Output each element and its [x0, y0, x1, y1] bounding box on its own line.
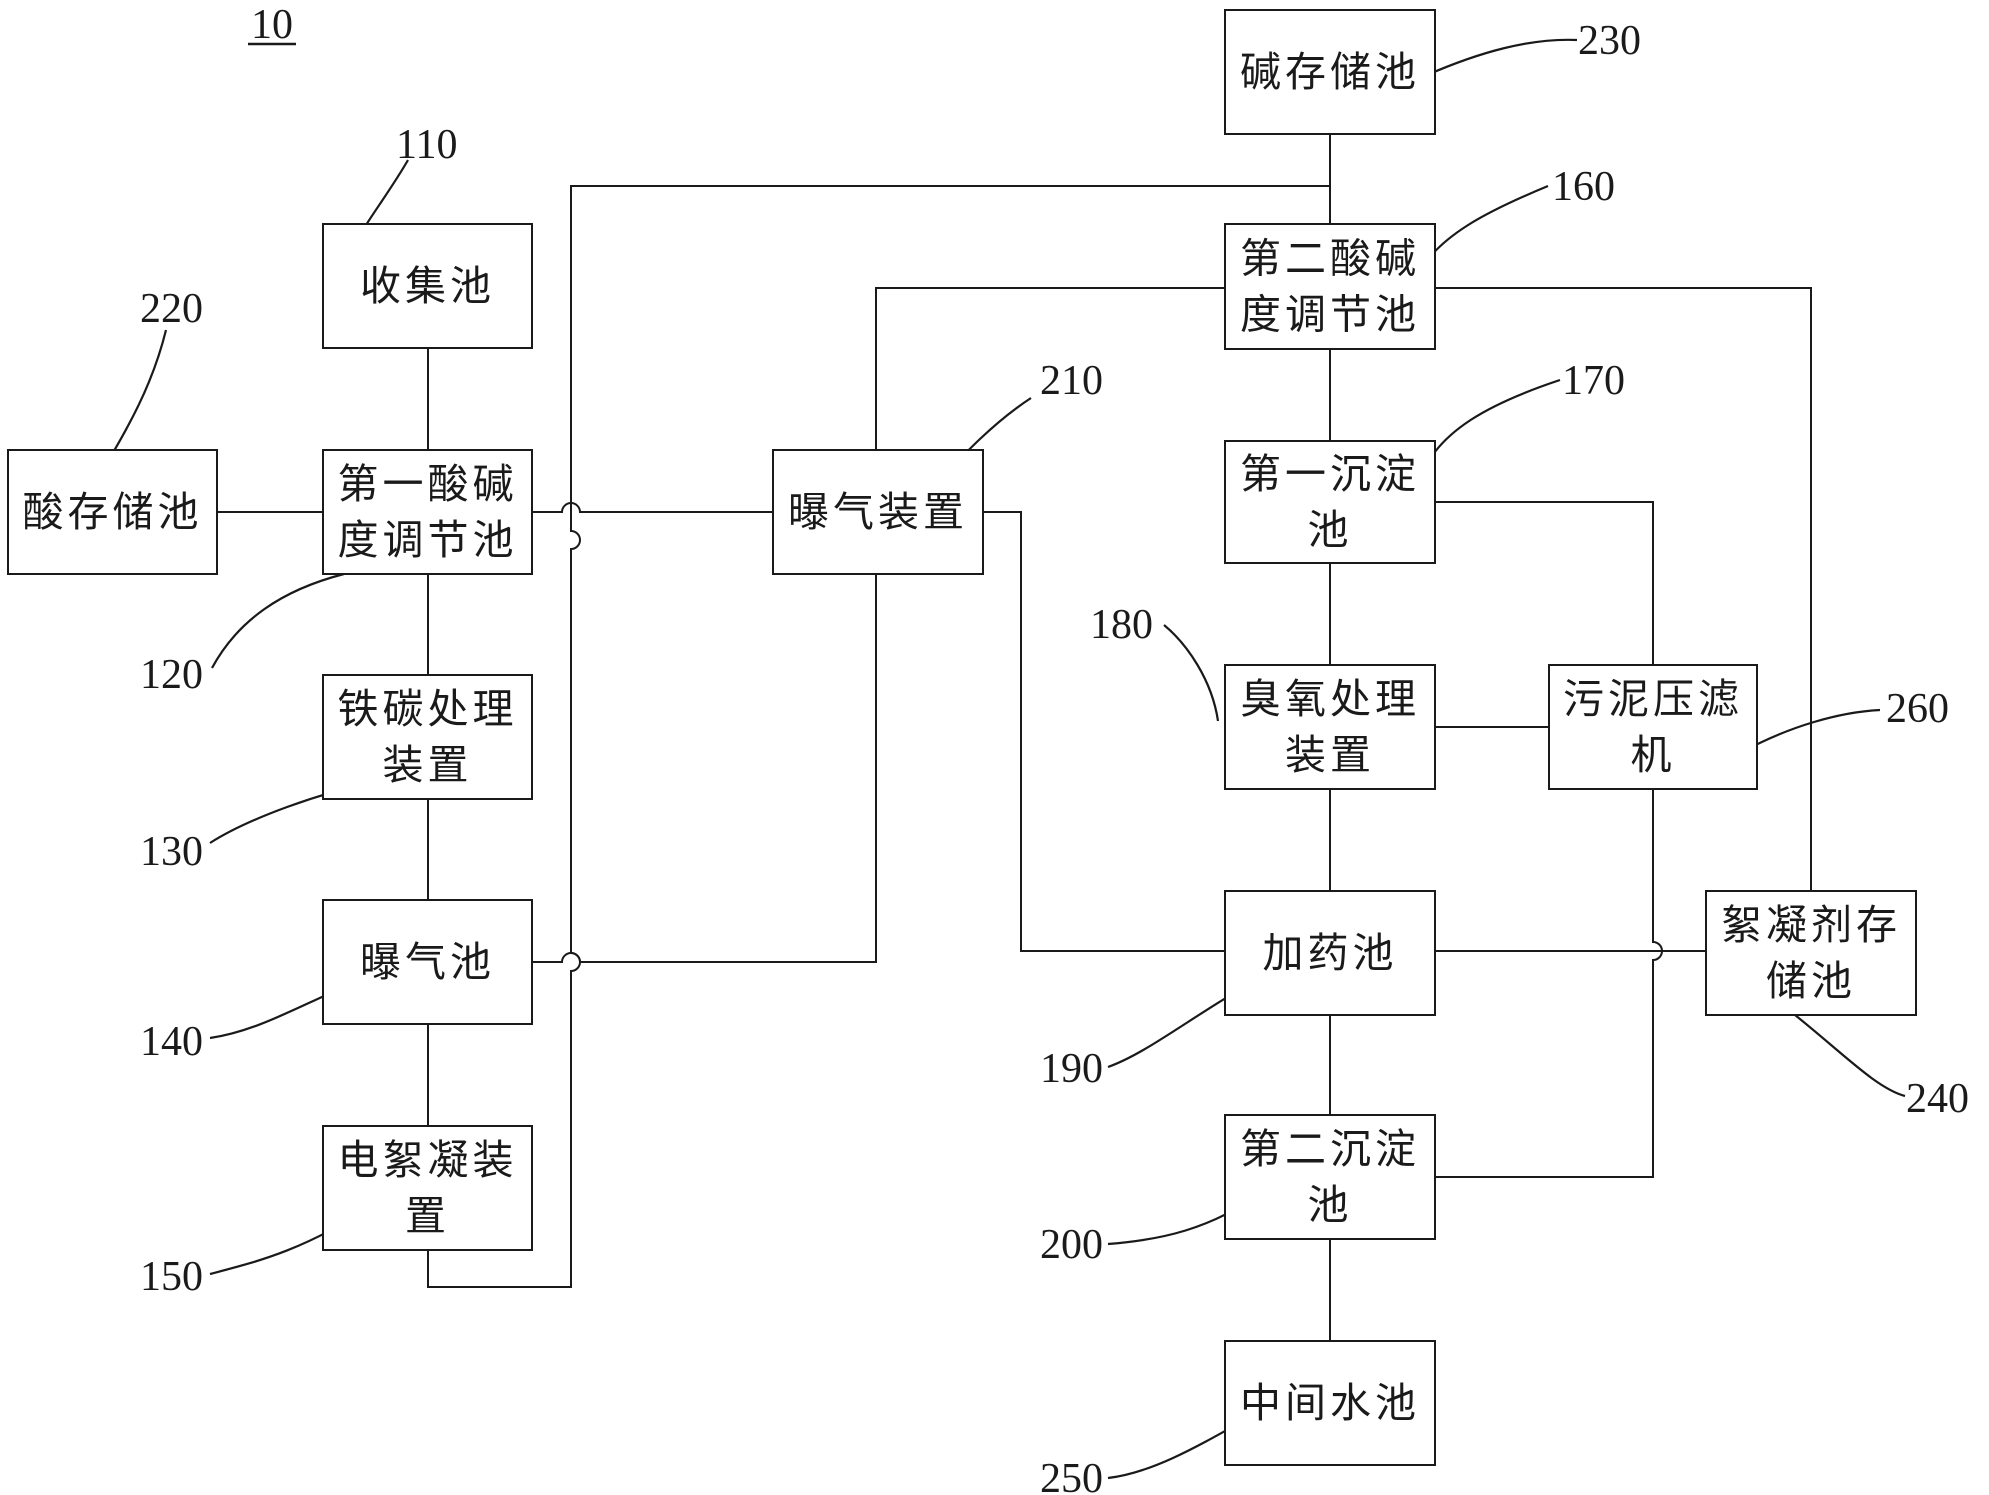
block-label-line: 电絮凝装 — [338, 1136, 518, 1184]
block-aeration-tank: 曝气池 — [322, 899, 533, 1025]
block-label-line: 臭氧处理 — [1240, 675, 1420, 723]
block-label-line: 中间水池 — [1240, 1379, 1420, 1427]
leader-260 — [1741, 708, 1881, 753]
ref-label-220: 220 — [140, 286, 203, 332]
block-frame — [1224, 890, 1436, 1016]
figure-number: 10 — [248, 2, 296, 48]
block-label-line: 第二酸碱 — [1240, 235, 1420, 283]
block-label-line: 装置 — [1285, 731, 1375, 779]
ref-label-160: 160 — [1552, 164, 1615, 210]
leader-240 — [1784, 1006, 1906, 1098]
ref-label-260: 260 — [1886, 686, 1949, 732]
line-aeration-device-to-second-ph — [875, 287, 1225, 450]
reference-numerals: 110 220 120 130 140 150 230 160 210 170 … — [140, 18, 1969, 1495]
block-frame — [1224, 1114, 1436, 1240]
line-first-ph-to-aeration-device — [532, 502, 773, 513]
ref-label-110: 110 — [396, 122, 457, 168]
block-label-line: 度调节池 — [338, 516, 518, 564]
ref-label-230: 230 — [1578, 18, 1641, 64]
block-label-line: 第一酸碱 — [338, 460, 518, 508]
block-frame — [322, 674, 533, 800]
block-collection-tank: 收集池 — [322, 223, 533, 349]
block-alkali-storage-tank: 碱存储池 — [1224, 9, 1436, 135]
line-second-ph-to-flocculant-storage — [1435, 287, 1812, 891]
leader-180 — [1163, 624, 1220, 722]
line-aeration-tank-to-aeration-device — [532, 574, 877, 963]
ref-label-170: 170 — [1562, 358, 1625, 404]
block-label-line: 储池 — [1766, 957, 1856, 1005]
block-label-line: 酸存储池 — [23, 488, 203, 536]
block-intermediate-water-tank: 中间水池 — [1224, 1340, 1436, 1466]
block-frame — [322, 223, 533, 349]
line-electrocoag-to-second-ph — [427, 185, 1330, 1288]
block-label-line: 池 — [1308, 506, 1353, 554]
line-first-settling-to-sludge-press — [1435, 501, 1654, 665]
block-label-line: 曝气装置 — [788, 488, 968, 536]
connection-lines — [217, 134, 1812, 1341]
leader-120 — [211, 572, 345, 669]
block-frame — [322, 899, 533, 1025]
block-label-line: 置 — [405, 1192, 450, 1240]
ref-label-150: 150 — [140, 1254, 203, 1300]
ref-label-190: 190 — [1040, 1046, 1103, 1092]
block-aeration-device: 曝气装置 — [772, 449, 984, 575]
figure-number-text: 10 — [251, 2, 293, 48]
block-frame — [772, 449, 984, 575]
ref-label-250: 250 — [1040, 1456, 1103, 1495]
block-acid-storage-tank: 酸存储池 — [7, 449, 218, 575]
leader-170 — [1416, 378, 1561, 489]
ref-label-180: 180 — [1090, 602, 1153, 648]
ref-label-140: 140 — [140, 1019, 203, 1065]
block-label-line: 碱存储池 — [1240, 48, 1420, 96]
block-frame — [1224, 223, 1436, 350]
block-label-line: 曝气池 — [360, 938, 495, 986]
block-frame — [1705, 890, 1917, 1016]
ref-label-120: 120 — [140, 652, 203, 698]
ref-label-130: 130 — [140, 829, 203, 875]
block-label-line: 第一沉淀 — [1240, 450, 1420, 498]
ref-label-240: 240 — [1906, 1076, 1969, 1122]
ref-label-200: 200 — [1040, 1222, 1103, 1268]
block-label-line: 机 — [1631, 731, 1676, 779]
block-label-line: 度调节池 — [1240, 291, 1420, 339]
block-label-line: 池 — [1308, 1181, 1353, 1229]
block-label-line: 收集池 — [360, 262, 495, 310]
line-sludge-press-to-second-settling — [1435, 789, 1663, 1178]
block-label-line: 装置 — [383, 741, 473, 789]
block-frame — [322, 1125, 533, 1251]
block-frame — [7, 449, 218, 575]
block-frame — [1548, 664, 1758, 790]
block-frame — [1224, 440, 1436, 564]
line-aeration-device-to-dosing-tank — [983, 511, 1225, 952]
block-frame — [322, 449, 533, 575]
leader-230 — [1426, 38, 1578, 77]
block-label-line: 絮凝剂存 — [1721, 901, 1901, 949]
block-label-line: 污泥压滤 — [1563, 675, 1743, 723]
block-label-line: 加药池 — [1263, 929, 1398, 977]
block-frame — [1224, 664, 1436, 790]
block-dosing-tank: 加药池 — [1224, 890, 1436, 1016]
ref-label-210: 210 — [1040, 358, 1103, 404]
block-label-line: 铁碳处理 — [338, 685, 518, 733]
block-frame — [1224, 1340, 1436, 1466]
block-frame — [1224, 9, 1436, 135]
block-label-line: 第二沉淀 — [1240, 1125, 1420, 1173]
